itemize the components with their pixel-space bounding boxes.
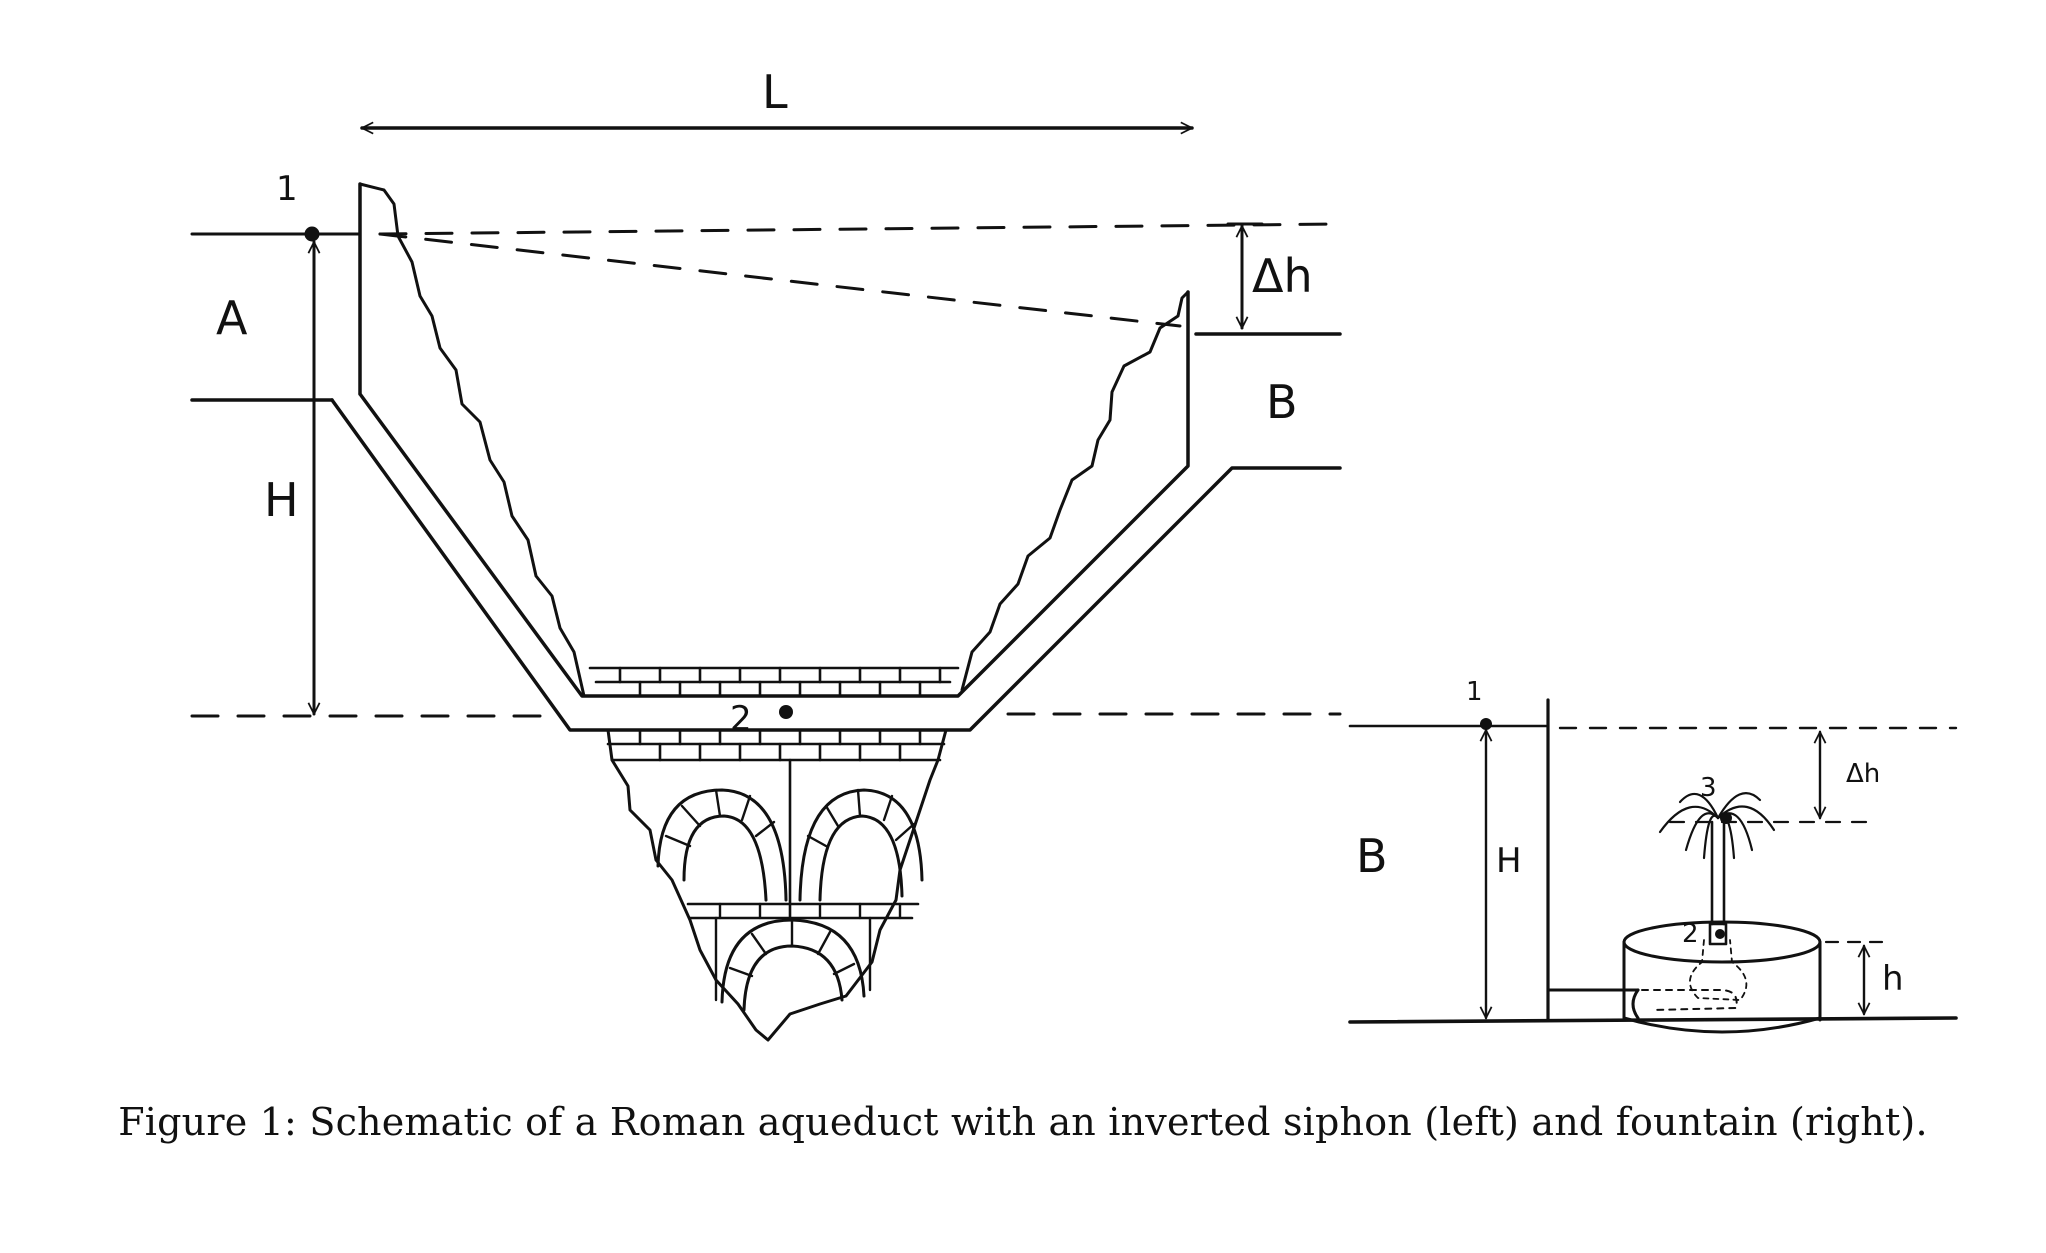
fountain-label-head-loss: Δh bbox=[1846, 759, 1880, 789]
point-2-marker bbox=[779, 705, 793, 719]
fountain-label-reservoir-b: B bbox=[1356, 829, 1388, 883]
fountain-pipe-end bbox=[1631, 988, 1640, 1020]
right-arch-inner bbox=[818, 814, 904, 902]
left-hill-profile bbox=[358, 182, 586, 698]
bridge-masonry bbox=[606, 728, 946, 762]
lower-arch-voussoirs bbox=[728, 918, 856, 978]
upper-level-dashed bbox=[378, 222, 1342, 236]
label-reservoir-a: A bbox=[216, 291, 248, 345]
label-length: L bbox=[762, 65, 788, 119]
fountain-label-point-3: 3 bbox=[1700, 773, 1717, 803]
siphon-inner-wall bbox=[358, 182, 1190, 698]
lower-course-joints bbox=[714, 902, 902, 1002]
fountain-diagram bbox=[1348, 698, 1958, 1034]
point-1-marker bbox=[304, 226, 320, 242]
fountain-ground bbox=[1348, 1016, 1958, 1024]
fountain-label-jet-height: h bbox=[1882, 959, 1904, 999]
figure-caption: Figure 1: Schematic of a Roman aqueduct … bbox=[118, 1100, 1928, 1144]
label-point-1: 1 bbox=[276, 169, 298, 209]
hydraulic-grade-line bbox=[378, 232, 1182, 328]
fountain-nozzle bbox=[1708, 922, 1728, 946]
siphon-diagram bbox=[190, 128, 1342, 1042]
fountain-point-2-marker bbox=[1715, 929, 1725, 939]
fountain-pipe-dashed bbox=[1641, 989, 1738, 1011]
fountain-label-point-2: 2 bbox=[1682, 919, 1699, 949]
fountain-basin-bottom bbox=[1622, 1016, 1822, 1034]
left-arch-inner bbox=[682, 814, 768, 902]
upper-masonry bbox=[588, 666, 960, 698]
right-hill-profile bbox=[960, 290, 1190, 692]
label-reservoir-b: B bbox=[1266, 375, 1298, 429]
fountain-label-point-1: 1 bbox=[1466, 677, 1483, 707]
arch-voussoirs bbox=[664, 788, 916, 848]
right-arch-outer bbox=[798, 788, 924, 902]
label-point-2: 2 bbox=[730, 699, 752, 739]
fountain-spray bbox=[1658, 792, 1776, 860]
left-arch-outer bbox=[656, 788, 788, 902]
fountain-inner-pipe bbox=[1689, 939, 1748, 1001]
bridge-outline bbox=[606, 728, 948, 1042]
fountain-label-height: H bbox=[1496, 841, 1522, 881]
siphon-outer-wall bbox=[330, 398, 1342, 732]
label-head-loss: Δh bbox=[1252, 249, 1313, 303]
label-height: H bbox=[264, 473, 299, 527]
fountain-point-1-marker bbox=[1480, 718, 1492, 730]
fountain-point-3-marker bbox=[1720, 812, 1732, 824]
fountain-basin-rim bbox=[1622, 920, 1822, 964]
